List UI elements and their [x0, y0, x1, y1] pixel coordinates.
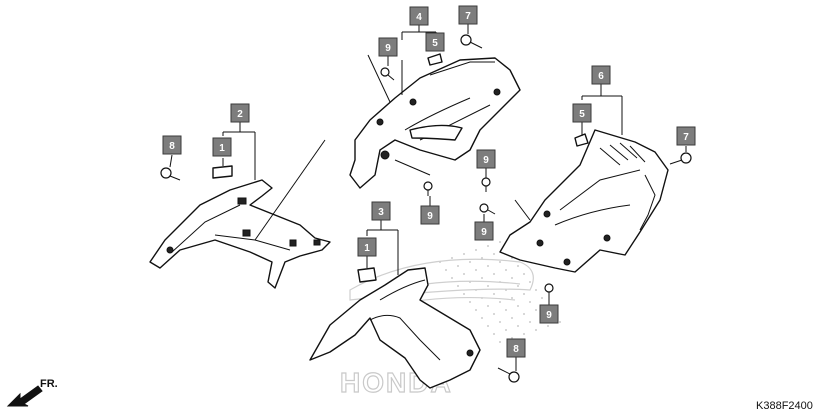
left-side-cover — [149, 179, 331, 289]
callout-1b: 1 — [357, 237, 377, 257]
rubber-piece-1a — [212, 165, 233, 179]
callout-8b: 8 — [506, 338, 526, 358]
svg-text:9: 9 — [481, 227, 487, 238]
callout-9e: 9 — [539, 304, 559, 324]
callout-9b: 9 — [476, 149, 496, 169]
callout-4: 4 — [409, 6, 429, 26]
diagram-code: K388F2400 — [756, 400, 813, 412]
svg-text:7: 7 — [465, 11, 471, 22]
bolt-8a-icon — [160, 167, 181, 181]
svg-text:3: 3 — [378, 207, 384, 218]
svg-text:6: 6 — [598, 71, 604, 82]
callout-9c: 9 — [420, 205, 440, 225]
dotted-shading — [439, 241, 561, 343]
svg-text:9: 9 — [427, 211, 433, 222]
svg-text:1: 1 — [364, 243, 370, 254]
leader-lines — [169, 24, 687, 371]
rubber-piece-5a — [427, 53, 443, 66]
svg-text:5: 5 — [432, 38, 438, 49]
svg-text:1: 1 — [219, 143, 225, 154]
center-lower-cover — [309, 267, 481, 389]
callout-5a: 5 — [425, 32, 445, 52]
clip-9d-icon — [479, 203, 496, 215]
bolt-8b-icon — [497, 367, 520, 383]
callout-3: 3 — [371, 201, 391, 221]
callout-7b: 7 — [676, 126, 696, 146]
callout-2: 2 — [230, 103, 250, 123]
callout-8a: 8 — [162, 135, 182, 155]
clip-9b-icon — [481, 177, 491, 192]
top-center-cover — [349, 57, 521, 189]
callout-5b: 5 — [572, 103, 592, 123]
svg-text:7: 7 — [683, 132, 689, 143]
clip-9a-icon — [380, 67, 395, 81]
svg-text:4: 4 — [416, 12, 422, 23]
svg-text:9: 9 — [546, 310, 552, 321]
callout-9d: 9 — [474, 221, 494, 241]
callout-6: 6 — [591, 65, 611, 85]
clip-9c-icon — [423, 181, 433, 196]
bolt-7b-icon — [669, 152, 692, 165]
front-direction-arrow-icon: FR. — [6, 378, 58, 407]
svg-text:9: 9 — [483, 155, 489, 166]
svg-text:8: 8 — [513, 344, 519, 355]
right-side-cover — [499, 129, 669, 273]
svg-text:8: 8 — [169, 141, 175, 152]
svg-text:5: 5 — [579, 109, 585, 120]
svg-text:9: 9 — [385, 43, 391, 54]
callout-7a: 7 — [458, 5, 478, 25]
callout-9a: 9 — [378, 37, 398, 57]
svg-text:2: 2 — [237, 109, 243, 120]
front-direction-label: FR. — [40, 378, 58, 390]
bolt-7a-icon — [460, 34, 483, 49]
rubber-piece-1b — [357, 267, 377, 283]
callout-1a: 1 — [212, 137, 232, 157]
